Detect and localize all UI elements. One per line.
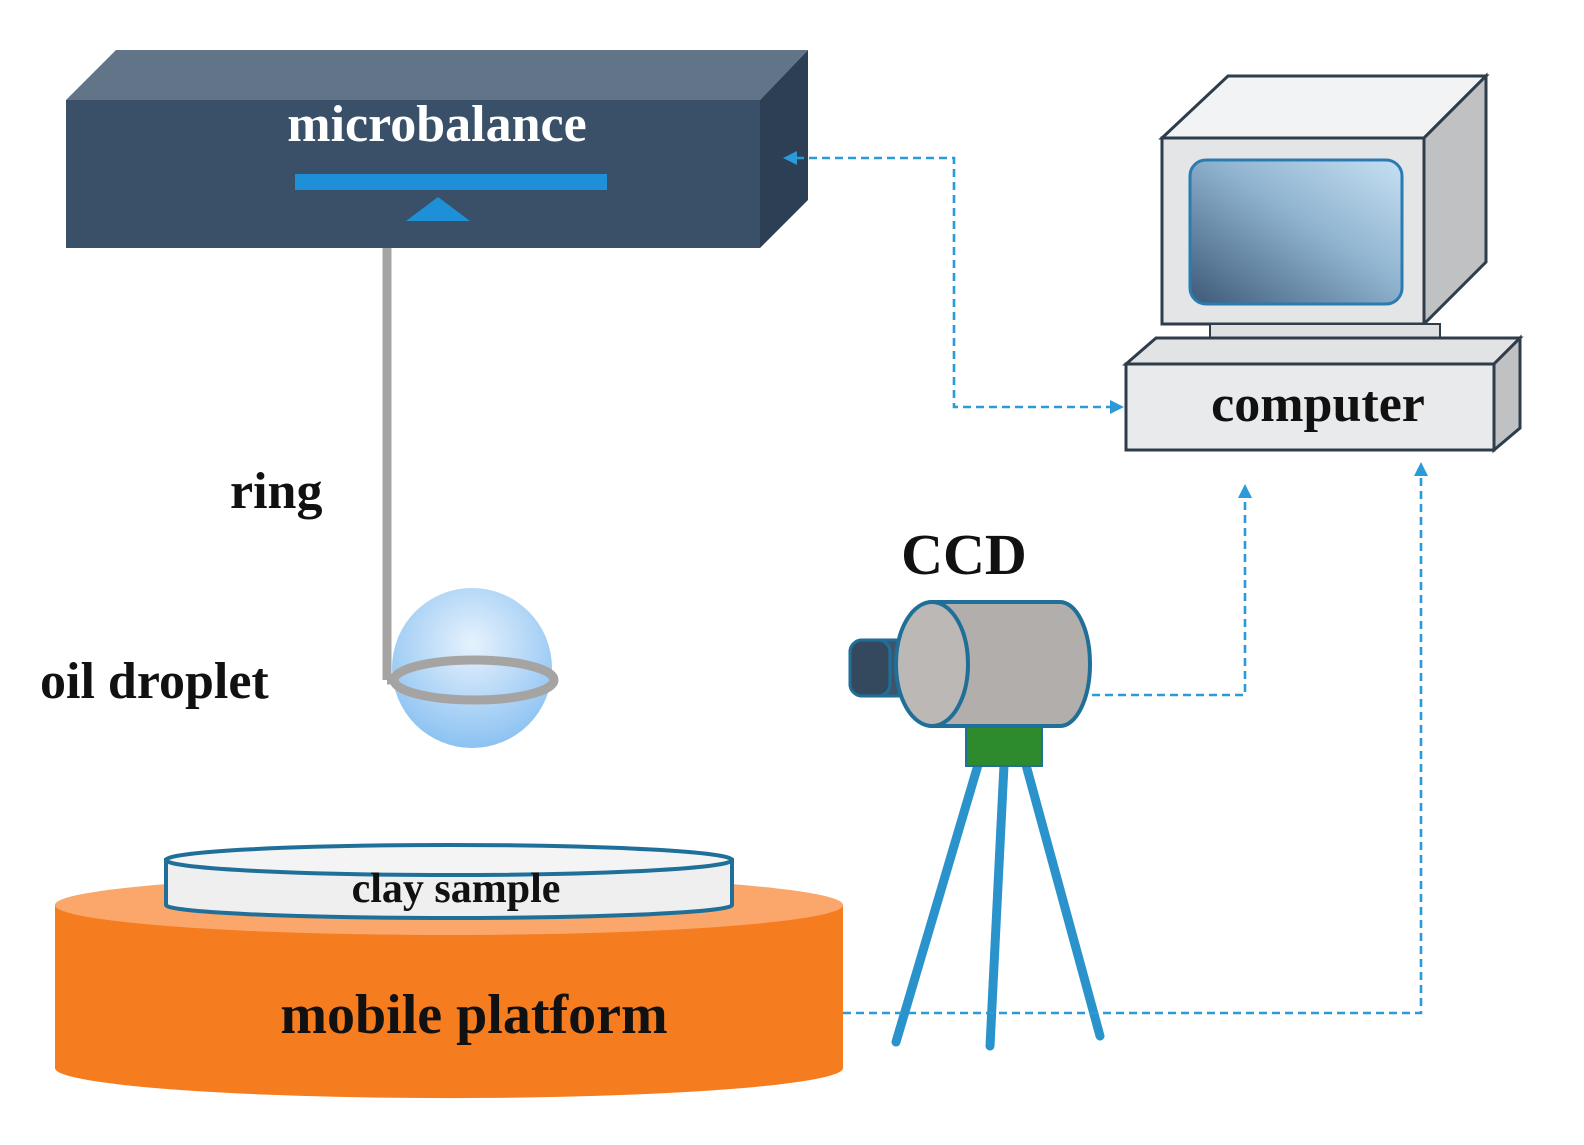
camera-lens-front	[848, 638, 892, 698]
arrowhead-microbalance	[783, 151, 797, 165]
ring-assembly: ring oil droplet	[40, 248, 559, 748]
tripod-leg-right	[1021, 760, 1105, 1041]
tripod-leg-center	[985, 760, 1009, 1051]
mobile-platform-label: mobile platform	[280, 984, 667, 1046]
microbalance-label: microbalance	[287, 96, 586, 153]
tripod-leg-left	[891, 760, 983, 1047]
computer-label: computer	[1211, 376, 1425, 433]
camera-on-tripod-icon: CCD	[848, 522, 1105, 1051]
link-microbalance-computer	[796, 156, 1112, 409]
sphere-icon	[392, 588, 552, 748]
monitor-screen	[1188, 158, 1404, 306]
base-front-face	[1124, 362, 1496, 452]
arrowhead-computer-platform	[1414, 462, 1428, 476]
microbalance: microbalance	[66, 50, 808, 248]
base-top-face	[1121, 336, 1524, 366]
oil-droplet-label: oil droplet	[40, 653, 269, 710]
camera-mount	[965, 725, 1043, 767]
camera-body-front	[894, 600, 970, 728]
microbalance-side-face	[760, 50, 808, 248]
microbalance-top-face	[66, 50, 808, 100]
balance-beam-icon	[295, 174, 607, 190]
arrowhead-computer-left	[1110, 400, 1124, 414]
link-ccd-computer	[1092, 498, 1247, 697]
arrowhead-computer-ccd	[1238, 484, 1252, 498]
connections	[783, 151, 1428, 1015]
balance-fulcrum-icon	[406, 197, 470, 221]
desktop-computer-icon: computer	[1121, 72, 1524, 454]
clay-sample-label: clay sample	[352, 866, 561, 912]
ccd-label: CCD	[901, 522, 1027, 587]
clay-sample-rim	[164, 843, 734, 877]
platform-cylinder	[55, 905, 843, 1099]
mobile-platform: clay sample mobile platform	[55, 843, 843, 1099]
link-platform-computer	[843, 476, 1423, 1015]
ring-loop	[389, 655, 559, 705]
ring-label: ring	[230, 463, 322, 520]
